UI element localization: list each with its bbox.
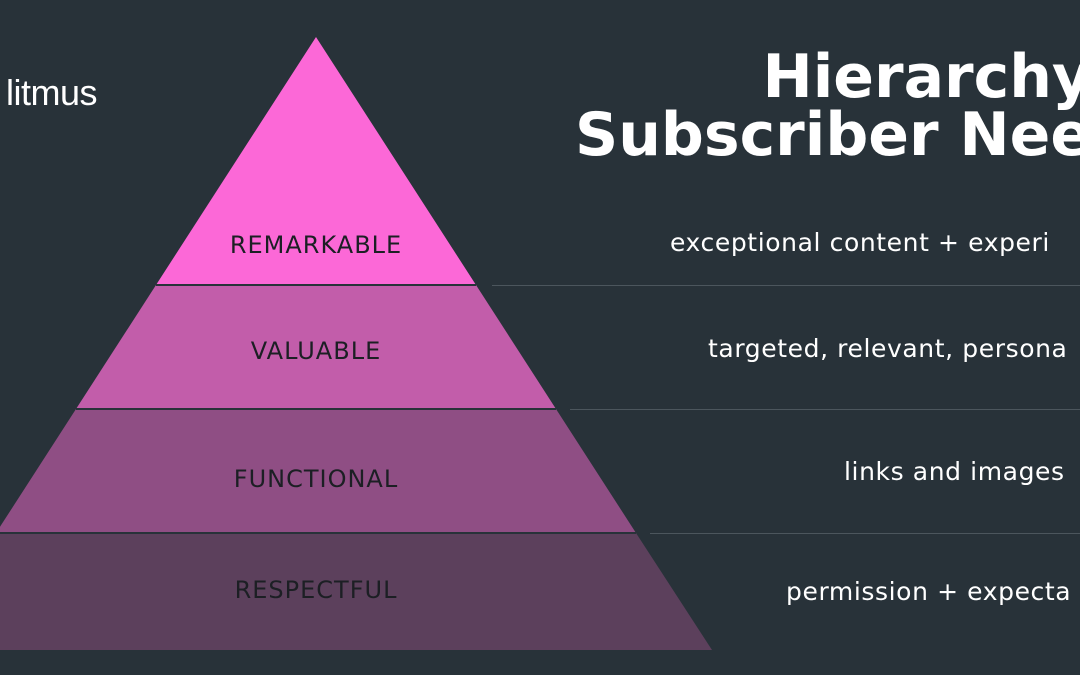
- pyramid-tier-functional: [0, 409, 636, 533]
- row-divider: [570, 409, 1080, 410]
- litmus-logo: litmus: [0, 68, 98, 118]
- row-divider: [650, 533, 1080, 534]
- pyramid-tier-remarkable: [156, 37, 476, 285]
- tier-description-remarkable: exceptional content + experi: [670, 228, 1050, 257]
- pyramid-tier-respectful: [0, 533, 712, 650]
- tier-description-functional: links and images: [844, 457, 1065, 486]
- title-line-1: Hierarchy: [762, 42, 1080, 112]
- page-title: Hierarchy Subscriber Nee: [575, 42, 1080, 170]
- tier-label-respectful: RESPECTFUL: [235, 576, 398, 604]
- row-divider: [492, 285, 1080, 286]
- tier-label-valuable: VALUABLE: [251, 337, 381, 365]
- tier-label-functional: FUNCTIONAL: [234, 465, 398, 493]
- title-line-2: Subscriber Nee: [575, 100, 1080, 170]
- tier-label-remarkable: REMARKABLE: [230, 231, 402, 259]
- tier-description-valuable: targeted, relevant, persona: [708, 334, 1068, 363]
- logo-text: litmus: [6, 72, 98, 113]
- pyramid-tier-valuable: [76, 285, 556, 409]
- tier-description-respectful: permission + expecta: [786, 577, 1072, 606]
